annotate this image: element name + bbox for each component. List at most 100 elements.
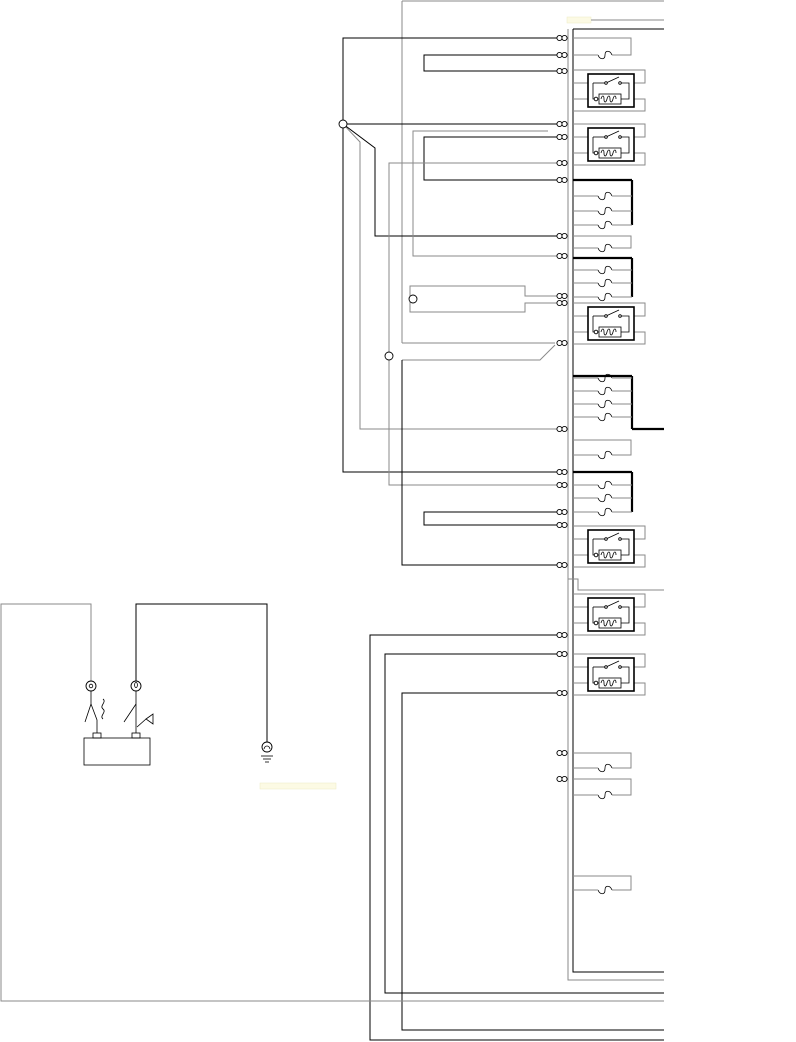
connector-pin	[88, 683, 94, 689]
fuse-icon	[597, 373, 613, 383]
splice-icon	[338, 119, 348, 129]
relay-terminal	[593, 620, 599, 626]
connector-pin	[556, 561, 563, 569]
relay-icon	[573, 525, 646, 568]
connector-icon	[556, 252, 568, 260]
fuse-icon	[597, 399, 613, 409]
connector-icon	[556, 775, 568, 783]
relay-lead	[573, 682, 646, 696]
connector-pin	[556, 232, 563, 240]
connector-pin	[561, 631, 568, 639]
battery-terminal	[131, 732, 141, 739]
splice-icon	[384, 351, 394, 361]
fuse-icon	[597, 278, 613, 288]
fuse-group	[573, 178, 634, 230]
fuse-icon	[101, 698, 105, 720]
wire	[401, 692, 664, 1031]
fuse-lead	[573, 37, 632, 56]
wire-harness	[0, 37, 664, 1041]
connector-icon	[556, 51, 568, 59]
fuse-lead	[573, 235, 632, 249]
relay-contact	[604, 537, 608, 541]
fuse-lead	[573, 875, 632, 891]
connector-icon	[556, 339, 568, 347]
connector-icon	[556, 176, 568, 184]
connector-pin	[561, 561, 568, 569]
connector-pin	[556, 34, 563, 42]
wire	[342, 123, 557, 430]
connector-pin	[556, 508, 563, 516]
connector-pin	[556, 339, 563, 347]
connector-icon	[556, 34, 568, 42]
connector-pin	[561, 650, 568, 658]
connector-pin	[556, 650, 563, 658]
battery-case	[83, 737, 151, 766]
horn-lead	[136, 718, 147, 728]
connector-pin	[561, 292, 568, 300]
connector-icon	[556, 650, 568, 658]
connector-pin	[556, 252, 563, 260]
connector-pin	[556, 425, 563, 433]
fuse-row	[573, 778, 632, 800]
module-outline	[409, 285, 557, 313]
fuse-row	[573, 875, 632, 895]
relay-coil	[600, 619, 617, 627]
relay-housing	[587, 73, 635, 108]
relay-lead	[573, 123, 646, 138]
relay-lead	[573, 152, 646, 166]
fuse-group	[573, 256, 634, 302]
relay-lead	[573, 653, 646, 668]
relay-lead	[573, 525, 646, 540]
wire	[135, 603, 268, 742]
connector-icon	[130, 680, 142, 692]
wire	[412, 130, 557, 257]
connector-pin	[561, 51, 568, 59]
relay-coil-frame	[598, 147, 622, 159]
relay-contact	[618, 605, 622, 609]
relay-switch-lead	[620, 82, 630, 100]
fuse-row	[573, 752, 632, 773]
relay-lead	[573, 593, 646, 608]
battery-terminal	[92, 732, 102, 739]
connector-pin	[561, 252, 568, 260]
connector-pin	[556, 159, 563, 167]
connector-pin	[556, 468, 563, 476]
relay-terminal	[593, 329, 599, 335]
wire	[0, 603, 664, 1002]
relay-lead	[573, 69, 646, 84]
connector-pin	[556, 299, 563, 307]
relay-icon	[573, 69, 646, 112]
fuse-icon	[597, 790, 613, 800]
connector-pin	[561, 67, 568, 75]
connector-icon	[556, 299, 568, 307]
wire	[384, 653, 664, 994]
connector-pin	[561, 508, 568, 516]
battery-lead	[123, 703, 137, 723]
fuse-icon	[597, 480, 613, 490]
fuse-icon	[597, 191, 613, 201]
relay-coil-frame	[598, 93, 622, 105]
relay-switch-lead	[620, 666, 630, 684]
connector-pin	[556, 176, 563, 184]
relay-terminal	[593, 552, 599, 558]
relay-contact	[618, 314, 622, 318]
connector-pin	[561, 468, 568, 476]
connector-pin	[556, 120, 563, 128]
ground-lamp-filament	[263, 745, 271, 750]
connector-pin	[556, 67, 563, 75]
connector-pin	[561, 689, 568, 697]
connector-pin	[556, 775, 563, 783]
relay-lead	[573, 302, 646, 317]
relay-coil-frame	[598, 677, 622, 689]
relay-coil-frame	[598, 326, 622, 338]
relay-contact	[604, 665, 608, 669]
relay-lead	[573, 98, 646, 112]
connector-icon	[556, 521, 568, 529]
relay-terminal	[593, 680, 599, 686]
relay-coil	[600, 95, 617, 103]
power-bus	[572, 29, 664, 973]
connector-icon	[85, 680, 97, 692]
fuse-icon	[597, 412, 613, 422]
